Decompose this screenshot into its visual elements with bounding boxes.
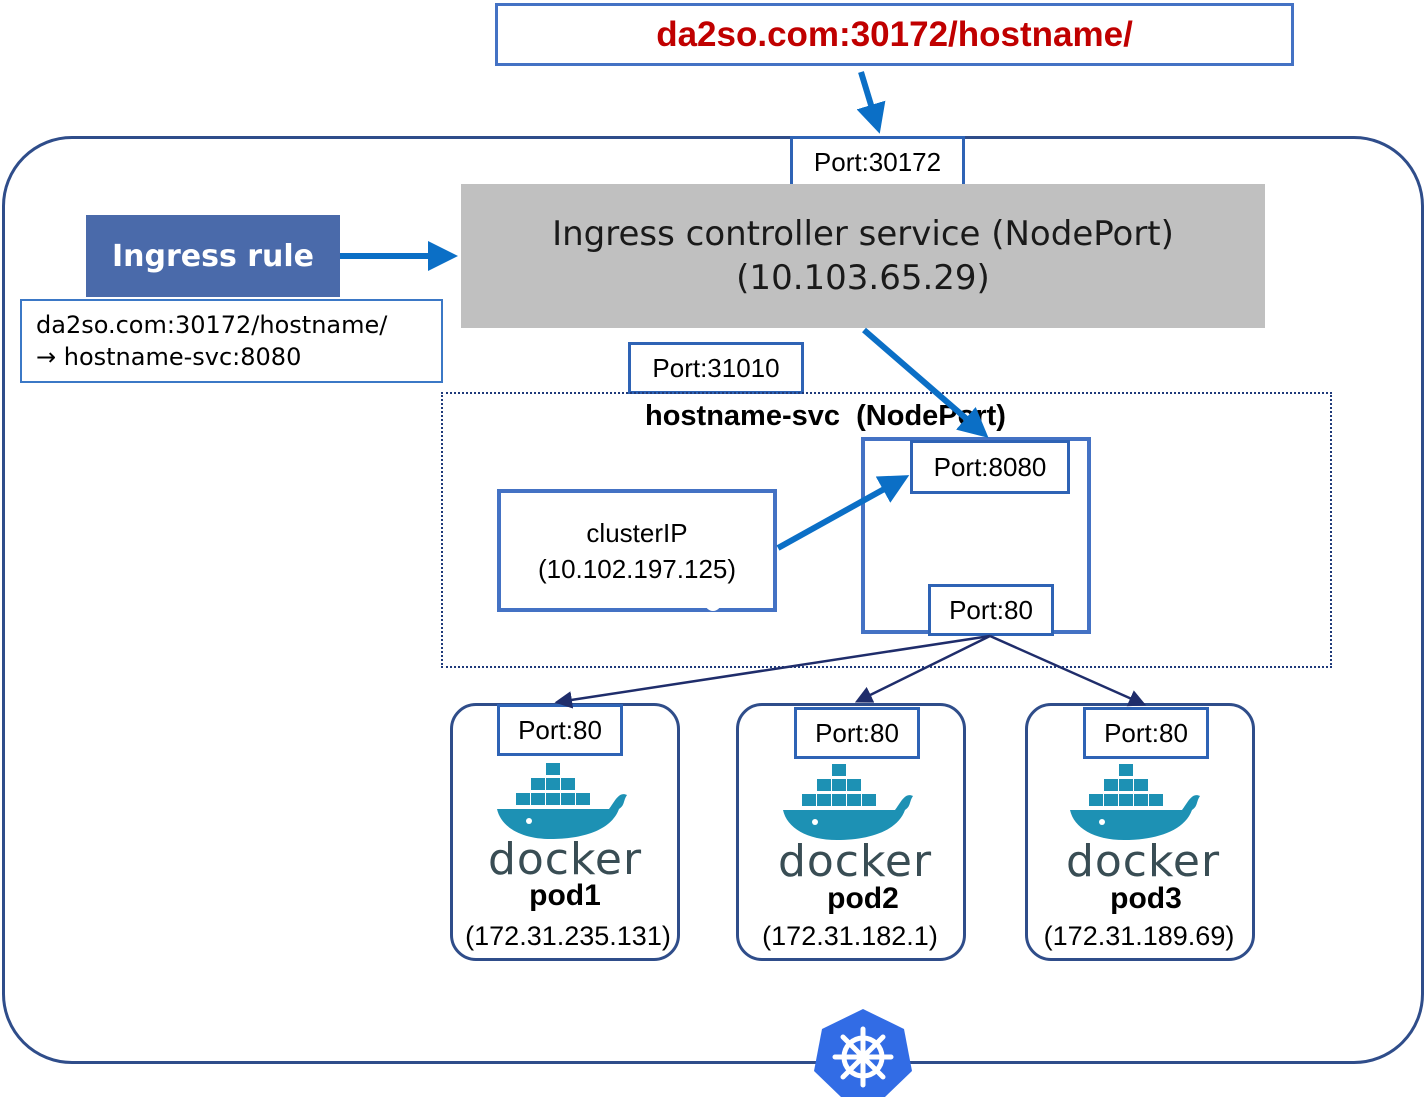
docker-whale-icon <box>497 763 627 839</box>
pod-ip: (172.31.182.1) <box>762 921 938 951</box>
service-port-badge: Port:8080 <box>910 440 1070 494</box>
docker-logo-text: docker <box>1065 836 1221 887</box>
target-port-badge: Port:80 <box>928 584 1054 636</box>
pod-name: pod3 <box>1110 882 1182 915</box>
cluster-ip-connector-dot <box>705 595 721 611</box>
cluster-ip-box: clusterIP (10.102.197.125) <box>497 489 777 612</box>
hostname-svc-area <box>441 392 1332 668</box>
pod-card: Port:80 docker pod3 (172.31.189.69) <box>1025 703 1255 961</box>
pod-card: Port:80 docker pod2 (172.31.182.1) <box>736 703 966 961</box>
service-port-text: Port:8080 <box>933 451 1047 482</box>
pod-ip: (172.31.189.69) <box>1043 921 1235 951</box>
cluster-boundary <box>2 136 1424 1064</box>
kubernetes-icon <box>814 1009 912 1097</box>
docker-logo-text: docker <box>487 834 643 885</box>
docker-logo-text: docker <box>777 836 933 887</box>
request-url: da2so.com:30172/hostname/ <box>495 3 1294 66</box>
ingress-controller-title: Ingress controller service (NodePort) <box>552 214 1174 254</box>
pod-name: pod2 <box>827 882 899 915</box>
request-url-text: da2so.com:30172/hostname/ <box>656 14 1133 54</box>
pod-card: Port:80 docker pod1 (172.31.235.131) <box>450 703 680 961</box>
url-to-port-arrow <box>856 71 886 134</box>
pod-port-text: Port:80 <box>518 714 602 745</box>
ingress-controller-ip: (10.103.65.29) <box>736 258 990 298</box>
ingress-controller-service: Ingress controller service (NodePort) (1… <box>461 184 1265 328</box>
ingress-rule-host: da2so.com:30172/hostname/ <box>36 311 388 339</box>
pod-ip: (172.31.235.131) <box>465 921 671 951</box>
pod-name: pod1 <box>529 879 601 912</box>
ingress-rule-definition: da2so.com:30172/hostname/ → hostname-svc… <box>20 299 443 383</box>
clusterip-to-port-arrow <box>776 475 910 551</box>
pod-port-text: Port:80 <box>815 717 899 748</box>
controller-to-service-arrow <box>862 327 989 438</box>
cluster-ip-label: clusterIP <box>586 517 688 548</box>
ingress-rule-title: Ingress rule <box>111 238 315 274</box>
pod-port-badge: Port:80 <box>794 707 920 759</box>
service-to-pod1-arrow <box>554 634 991 709</box>
cluster-ip-value: (10.102.197.125) <box>537 553 737 584</box>
target-port-text: Port:80 <box>949 594 1033 625</box>
ingress-rule-backend: → hostname-svc:8080 <box>36 343 302 371</box>
pod-port-text: Port:80 <box>1104 717 1188 748</box>
docker-whale-icon <box>783 764 913 840</box>
node-port-text: Port:31010 <box>652 352 780 383</box>
service-to-pod2-arrow <box>854 634 991 703</box>
ingress-port-text: Port:30172 <box>813 146 942 177</box>
pod-port-badge: Port:80 <box>1083 707 1209 759</box>
service-to-pod3-arrow <box>989 634 1147 707</box>
docker-whale-icon <box>1070 764 1200 840</box>
ingress-rule-label: Ingress rule <box>86 215 340 297</box>
